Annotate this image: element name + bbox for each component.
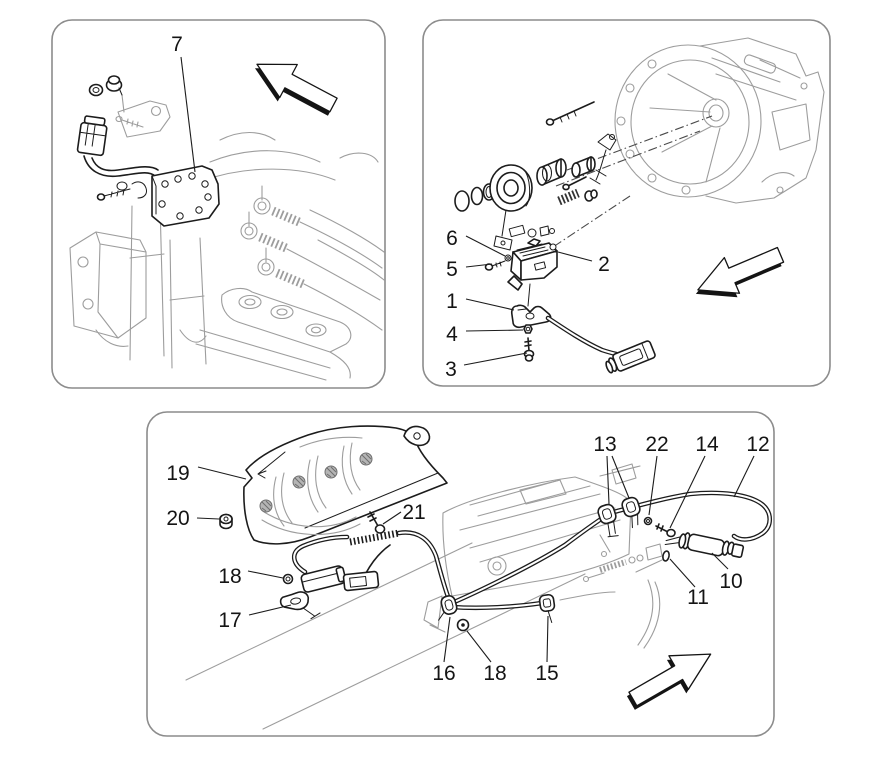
callouts-panel2: 6 5 2 1 4 3 <box>445 227 610 381</box>
leader-line <box>557 251 593 262</box>
nut-part20 <box>219 513 233 530</box>
callout-label-20: 20 <box>166 507 189 530</box>
callout-label-17: 17 <box>218 609 241 632</box>
callout-label-7: 7 <box>171 33 183 56</box>
leader-line <box>443 616 451 663</box>
hydraulic-hoses-faint <box>240 185 383 331</box>
leader-line <box>606 455 630 505</box>
retainer-part11 <box>662 550 670 562</box>
leader-line <box>465 263 493 268</box>
leader-line <box>465 329 524 332</box>
panel-engine-sensor-bracket: 7 <box>51 19 386 389</box>
connector-plug-a <box>300 565 347 593</box>
washer-part22 <box>643 516 653 526</box>
sensor-wires <box>83 155 159 178</box>
cable-clamp-part13-b <box>621 496 641 529</box>
callout-label-18a: 18 <box>218 565 241 588</box>
cable-adjuster-part10 <box>664 532 745 559</box>
alignment-dash-dot-lines <box>552 115 713 248</box>
bell-housing-faint <box>614 37 825 204</box>
switch-washer-part6 <box>504 254 512 262</box>
connector-plug-b <box>342 570 380 592</box>
leader-line <box>180 56 196 173</box>
leader-line <box>711 552 729 570</box>
braided-sleeve <box>349 529 400 546</box>
shield-corner-pointer <box>257 451 286 479</box>
callout-label-21: 21 <box>402 501 425 524</box>
underbody-frame-lines-faint <box>185 542 586 730</box>
sensor-connector <box>76 115 108 157</box>
grommet-and-cap <box>88 75 123 97</box>
bolt-part21 <box>367 511 386 534</box>
sensor-bracket-plate-part7 <box>151 165 220 227</box>
callout-label-5: 5 <box>446 258 458 281</box>
leader-line <box>669 558 696 588</box>
callout-label-11: 11 <box>687 586 709 609</box>
callout-label-4: 4 <box>446 323 458 346</box>
callout-7: 7 <box>171 33 196 173</box>
leader-line <box>465 298 515 311</box>
callout-label-3: 3 <box>445 358 457 381</box>
clutch-release-bearing-exploded <box>454 156 598 251</box>
bolt-part14 <box>655 523 676 538</box>
leader-line <box>382 511 402 525</box>
release-fork <box>589 133 617 185</box>
cable-clamp-part15 <box>538 593 556 624</box>
shield-vent-hole <box>324 465 338 479</box>
leader-line <box>669 455 706 529</box>
mounting-bolts <box>545 101 595 191</box>
nut-part18-upper <box>282 573 294 585</box>
shield-vent-hole <box>359 452 373 466</box>
bracket-clamp-part17 <box>279 591 321 620</box>
leader-line <box>733 455 755 498</box>
engine-block-faint <box>69 131 385 369</box>
nut-part4 <box>523 324 533 334</box>
callout-label-2: 2 <box>598 253 610 276</box>
callout-label-10: 10 <box>719 570 742 593</box>
switch-cable-connector <box>605 340 656 374</box>
heat-shield-part19 <box>243 425 448 545</box>
callout-label-1: 1 <box>446 290 458 313</box>
callout-label-22: 22 <box>645 433 668 456</box>
leader-line <box>463 352 528 366</box>
leader-line <box>546 615 549 663</box>
callout-label-15: 15 <box>535 662 558 685</box>
callout-label-16: 16 <box>432 662 455 685</box>
upper-bracket-faint <box>115 94 171 138</box>
clutch-switch-part2 <box>507 238 558 307</box>
panel-underbody-cables: 19 20 21 18 17 13 22 14 12 10 11 16 18 <box>146 411 775 737</box>
plate-mounting-bolt <box>96 181 147 201</box>
shield-vent-hole <box>259 499 273 513</box>
leader-line <box>466 630 492 663</box>
grommet-part18-lower <box>456 618 470 632</box>
leader-line <box>247 570 284 579</box>
leader-line <box>648 455 658 516</box>
callout-label-6: 6 <box>446 227 458 250</box>
callout-label-13: 13 <box>593 433 616 456</box>
callouts-panel3: 19 20 21 18 17 13 22 14 12 10 11 16 18 <box>166 433 769 685</box>
panel-clutch-housing: 6 5 2 1 4 3 <box>422 19 831 387</box>
leader-line <box>465 235 506 257</box>
callout-label-18b: 18 <box>483 662 506 685</box>
callout-label-12: 12 <box>746 433 769 456</box>
callout-label-19: 19 <box>166 462 189 485</box>
callout-label-14: 14 <box>695 433 719 456</box>
cable-clamp-part16 <box>438 595 458 621</box>
cable-clamp-part13-a <box>597 503 619 538</box>
switch-cable <box>545 315 619 357</box>
engine-mount-faint <box>195 287 352 381</box>
shield-vent-hole <box>292 475 306 489</box>
leader-line <box>248 604 292 616</box>
switch-screw-part5 <box>484 260 506 271</box>
leader-line <box>197 466 247 480</box>
leader-line <box>196 517 220 520</box>
cable-harness <box>291 490 773 611</box>
gearbox-faint <box>423 463 663 649</box>
